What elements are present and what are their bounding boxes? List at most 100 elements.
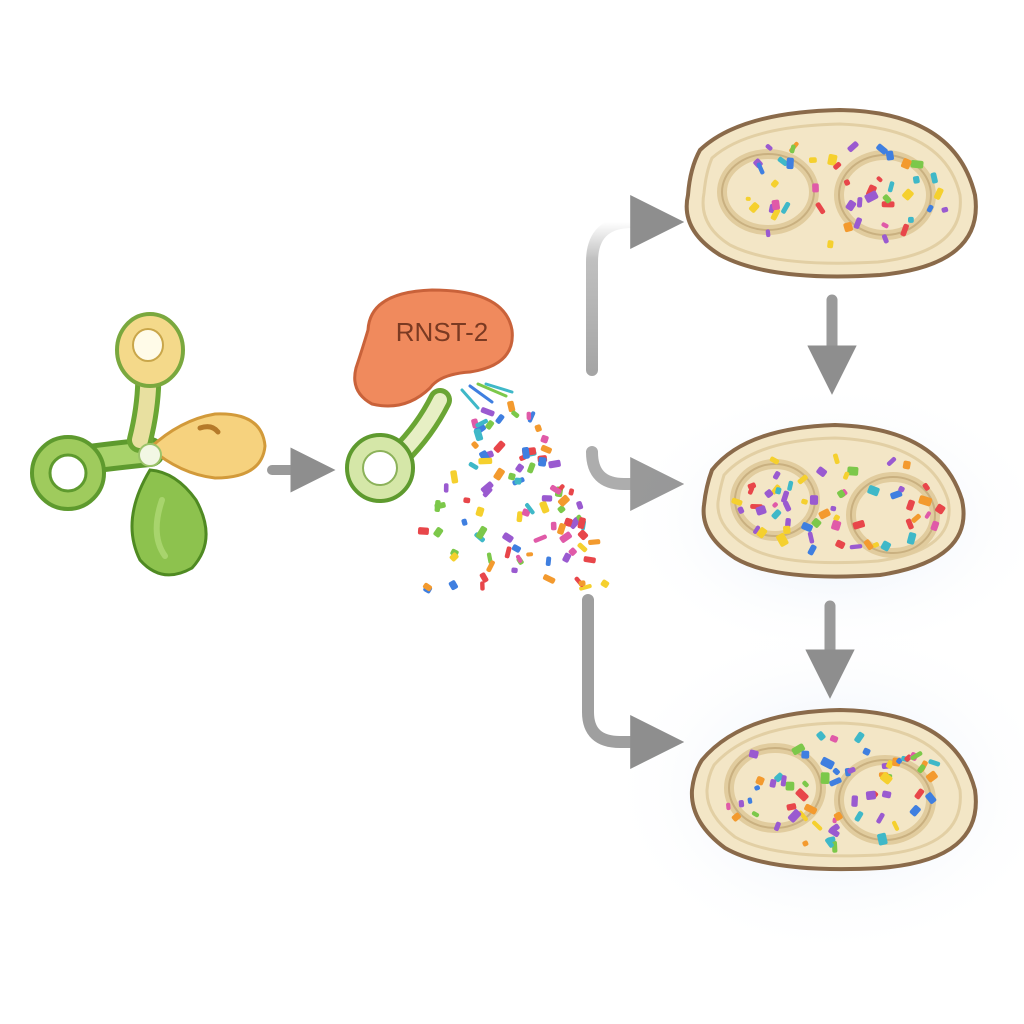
fragment: [847, 466, 859, 476]
fragment: [486, 560, 495, 573]
fragment: [475, 506, 485, 517]
fragment: [845, 199, 857, 212]
fragment: [521, 508, 531, 517]
fragment: [751, 811, 760, 818]
branch-arrows: [582, 195, 857, 769]
fragment: [473, 428, 484, 442]
fragment: [577, 542, 588, 553]
fragment: [557, 505, 566, 514]
fragment: [480, 481, 494, 494]
fragment: [480, 581, 485, 591]
fragment: [880, 540, 892, 552]
fragment: [801, 498, 808, 505]
fragment: [770, 208, 781, 221]
fragment: [867, 485, 880, 497]
fragment: [433, 527, 444, 538]
fragment: [521, 446, 530, 459]
fragment: [786, 803, 797, 811]
fragment: [786, 157, 794, 170]
fragment: [753, 525, 761, 534]
fragment: [900, 158, 912, 170]
fragment: [449, 552, 459, 562]
fragment: [877, 832, 888, 846]
fragment: [802, 780, 809, 788]
rnst2-enzyme: [353, 288, 514, 408]
fragment: [568, 517, 581, 529]
fragment: [747, 797, 753, 804]
fragment: [909, 805, 921, 817]
fragment: [507, 400, 516, 413]
fragment: [480, 407, 495, 417]
fragment: [872, 542, 880, 548]
fragment: [765, 144, 773, 151]
fragment: [538, 456, 547, 467]
fragment: [815, 202, 826, 215]
intact-rna-molecule: [30, 312, 267, 577]
fragment: [515, 463, 524, 473]
fragment: [511, 567, 518, 574]
fragment: [827, 154, 838, 166]
fragment: [808, 157, 817, 163]
fragment: [918, 495, 933, 507]
fragment: [754, 785, 760, 791]
fragment: [461, 518, 468, 526]
fragment: [508, 472, 516, 481]
fragment: [479, 572, 489, 583]
fragment: [876, 176, 883, 183]
fragment: [797, 474, 808, 485]
fragment: [485, 420, 495, 430]
fragment: [583, 556, 596, 564]
fragment: [830, 505, 837, 512]
fragment: [771, 199, 781, 211]
arrow-to-cell-1: [586, 195, 685, 376]
fragment: [534, 424, 542, 433]
fragment: [833, 811, 843, 821]
fragment: [898, 485, 905, 493]
fragment: [765, 229, 771, 238]
fragment: [833, 161, 842, 170]
fragment: [881, 790, 892, 799]
fragment: [887, 181, 895, 193]
fragment: [443, 483, 449, 493]
fragment: [568, 547, 577, 556]
fragment: [804, 803, 818, 815]
fragment: [525, 503, 535, 515]
fragment: [881, 201, 895, 208]
fragment: [906, 499, 915, 511]
fragment: [764, 489, 774, 498]
fragment: [747, 482, 757, 490]
fragment: [504, 546, 512, 559]
fragment: [930, 172, 938, 184]
fragment: [557, 523, 566, 535]
fragment: [738, 800, 745, 808]
fragment: [851, 795, 858, 807]
cell: [689, 707, 978, 872]
fragment: [478, 457, 493, 465]
fragment: [450, 470, 459, 484]
fragment: [787, 809, 802, 823]
fragment: [568, 488, 575, 496]
fragment: [825, 837, 834, 848]
fragment: [776, 532, 789, 547]
fragment: [785, 518, 791, 528]
fragment: [493, 440, 506, 453]
fragment: [495, 414, 505, 424]
cell-fragments: [726, 731, 941, 853]
fragment: [549, 485, 562, 495]
fragment: [905, 518, 914, 530]
fragment: [926, 204, 934, 213]
fragment: [890, 490, 903, 500]
fragment: [526, 411, 532, 421]
fragment: [562, 552, 572, 563]
fragment: [417, 527, 430, 535]
fragment: [463, 497, 471, 504]
fragment: [475, 418, 488, 428]
fragment: [902, 188, 914, 201]
fragment: [941, 206, 949, 213]
fragment: [772, 502, 778, 508]
arrow-to-cell-3: [582, 594, 685, 769]
fragment: [820, 757, 835, 770]
rna-right-lobe: [147, 412, 267, 480]
fragment: [516, 511, 523, 523]
